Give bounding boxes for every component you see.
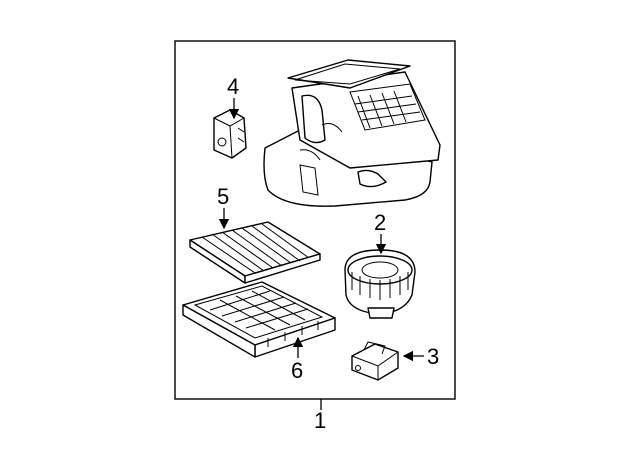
callout-2: 2 (374, 210, 386, 235)
blower-resistor (351, 341, 399, 381)
blower-motor (344, 249, 416, 319)
callout-6: 6 (291, 358, 303, 383)
blower-housing (263, 59, 441, 207)
callout-4: 4 (227, 74, 239, 99)
filter-tray (182, 281, 336, 358)
callout-5: 5 (217, 184, 229, 209)
assembly-frame (174, 40, 456, 400)
servo-actuator (213, 109, 247, 159)
cabin-air-filter (189, 221, 321, 284)
callout-1: 1 (314, 408, 326, 433)
callout-3: 3 (427, 344, 439, 369)
